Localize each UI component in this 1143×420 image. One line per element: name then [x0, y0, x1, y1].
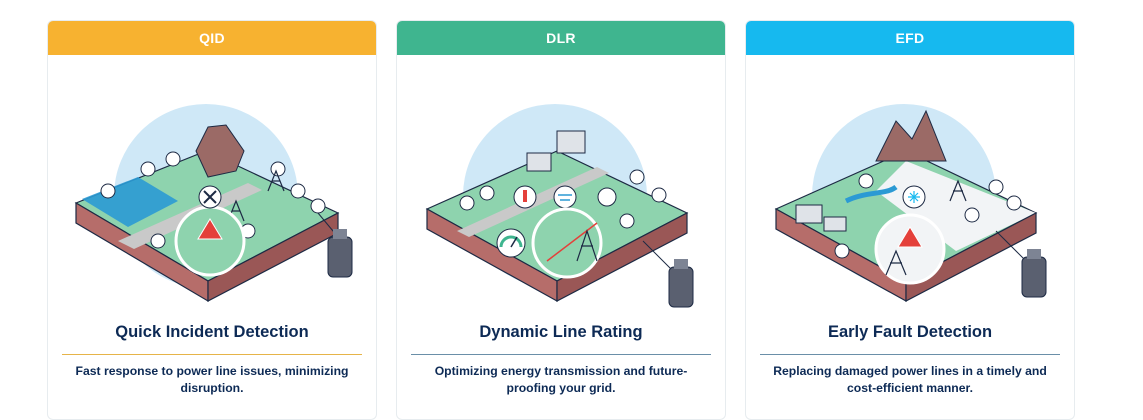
card-efd: EFD Early Fault Detection Replacing dama… — [745, 20, 1075, 420]
qid-illustration — [74, 104, 353, 303]
card-dlr: DLR Dynamic Line Rating Optimizing energ… — [396, 20, 726, 420]
card-description-qid: Fast response to power line issues, mini… — [75, 364, 349, 395]
dlr-illustration — [425, 104, 694, 308]
card-title-dlr: Dynamic Line Rating — [479, 323, 643, 341]
card-qid: QID Quick Incident Detection Fast respon… — [47, 20, 377, 420]
card-tag-dlr: DLR — [397, 21, 725, 55]
card-title-qid: Quick Incident Detection — [115, 323, 309, 341]
card-tag-qid: QID — [48, 21, 376, 55]
card-divider-efd — [760, 354, 1060, 355]
card-tag-efd: EFD — [746, 21, 1074, 55]
card-divider-qid — [62, 354, 362, 355]
efd-illustration — [774, 104, 1047, 303]
card-divider-dlr — [411, 354, 711, 355]
card-description-efd: Replacing damaged power lines in a timel… — [773, 364, 1047, 395]
card-description-dlr: Optimizing energy transmission and futur… — [434, 364, 688, 395]
card-title-efd: Early Fault Detection — [827, 323, 993, 341]
